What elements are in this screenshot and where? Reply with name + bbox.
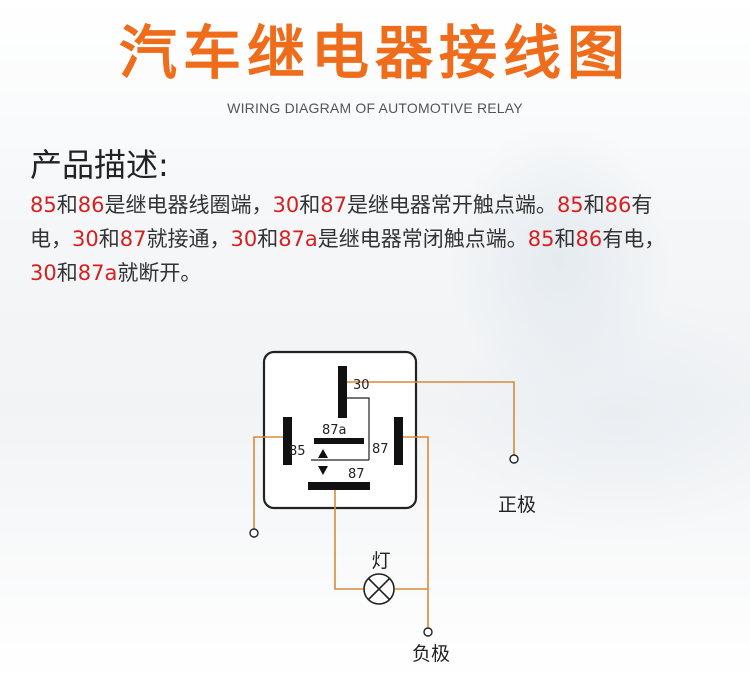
- negative-terminal-icon: [423, 627, 433, 637]
- terminal-87a: [314, 438, 364, 444]
- description-line: 30和87a就断开。: [30, 256, 730, 290]
- coil-terminal-icon: [249, 528, 259, 538]
- wire-85: [253, 436, 287, 530]
- arrow-up-icon: [318, 449, 328, 458]
- description-segment: 和: [56, 261, 78, 285]
- terminal-number-text: 86: [604, 193, 632, 217]
- pin-label-87a: 87a: [322, 423, 347, 438]
- pin-label-87-right: 87: [372, 442, 389, 457]
- description-segment: 和: [554, 227, 576, 251]
- wire-lamp-in: [334, 488, 363, 590]
- negative-label: 负极: [412, 643, 450, 665]
- positive-terminal-icon: [509, 454, 519, 464]
- contact-link: [347, 397, 370, 460]
- description-segment: 和: [583, 193, 605, 217]
- description-line: 电，30和87就接通，30和87a是继电器常闭触点端。85和86有电，: [30, 222, 730, 256]
- page-subtitle: WIRING DIAGRAM OF AUTOMOTIVE RELAY: [227, 100, 523, 116]
- terminal-number-text: 87: [119, 227, 147, 251]
- description-line: 85和86是继电器线圈端，30和87是继电器常开触点端。85和86有: [30, 188, 730, 222]
- description-segment: 和: [98, 227, 120, 251]
- description-segment: 是继电器常开触点端。: [346, 193, 557, 217]
- description-segment: 有电，: [602, 227, 666, 251]
- terminal-number-text: 30: [230, 227, 258, 251]
- pin-label-87-bottom: 87: [348, 467, 365, 482]
- terminal-number-text: 30: [72, 227, 99, 251]
- terminal-number-text: 86: [575, 227, 603, 251]
- terminal-number-text: 87: [320, 193, 347, 217]
- terminal-number-text: 30: [272, 193, 300, 217]
- lamp-label: 灯: [371, 550, 390, 572]
- description-segment: 和: [299, 193, 321, 217]
- terminal-number-text: 85: [30, 193, 57, 217]
- description-text: 85和86是继电器线圈端，30和87是继电器常开触点端。85和86有 电，30和…: [30, 188, 730, 290]
- description-segment: 和: [257, 227, 279, 251]
- terminal-85: [283, 417, 292, 465]
- wires: [253, 381, 515, 628]
- terminal-number-text: 87a: [77, 261, 118, 285]
- pin-label-30: 30: [353, 378, 370, 393]
- arrow-down-icon: [318, 466, 328, 475]
- positive-label: 正极: [498, 494, 536, 516]
- wire-30-positive: [347, 381, 515, 455]
- internal-lines: [311, 397, 370, 461]
- description-segment: 和: [56, 193, 78, 217]
- page-title: 汽车继电器接线图: [118, 19, 631, 87]
- description-segment: 有: [631, 193, 653, 217]
- description-heading: 产品描述:: [30, 146, 169, 184]
- terminal-number-text: 87a: [278, 227, 318, 251]
- description-segment: 是继电器常闭触点端。: [317, 227, 528, 251]
- terminal-87: [394, 417, 403, 465]
- terminal-number-text: 30: [30, 261, 57, 285]
- terminal-30: [338, 366, 347, 418]
- description-segment: 是继电器线圈端，: [104, 193, 273, 217]
- relay-body: [262, 350, 418, 510]
- terminal-number-text: 85: [527, 227, 555, 251]
- lamp-cross: [367, 577, 391, 601]
- wire-87-negative: [399, 436, 429, 628]
- description-segment: 就断开。: [117, 261, 202, 285]
- terminal-number-text: 85: [556, 193, 584, 217]
- description-segment: 就接通，: [146, 227, 231, 251]
- terminal-number-text: 86: [77, 193, 105, 217]
- terminal-86: [308, 482, 370, 490]
- pin-label-85: 85: [289, 444, 306, 459]
- description-segment: 电，: [30, 227, 72, 251]
